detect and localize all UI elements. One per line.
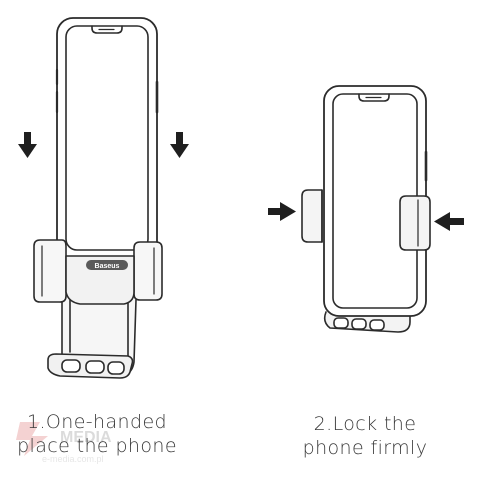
watermark-url: e-media.com.pl <box>42 454 104 464</box>
arrow-right-icon <box>268 202 296 221</box>
phone-step1 <box>55 17 159 259</box>
arrow-down-icon <box>170 132 189 158</box>
brand-logo-text: Baseus <box>95 263 120 270</box>
arrow-down-icon <box>18 132 37 158</box>
brand-badge-step1: Baseus <box>86 260 128 270</box>
holder-clamps-step2 <box>301 189 431 251</box>
holder-base-step2 <box>323 311 411 333</box>
step1-caption: 1.One-handed place the phone <box>12 410 182 458</box>
watermark: MEDIA e-media.com.pl <box>10 418 150 470</box>
step1-caption-line2: place the phone <box>17 435 177 457</box>
step1-illustration <box>33 17 163 379</box>
watermark-logo-icon: MEDIA <box>16 422 112 456</box>
step1-caption-line1: 1.One-handed <box>26 411 167 433</box>
step2-caption-line1: 2.Lock the <box>313 413 417 435</box>
phone-step2 <box>323 85 428 317</box>
step2-caption-line2: phone firmly <box>302 437 428 459</box>
step2-illustration <box>301 85 431 333</box>
step2-caption: 2.Lock the phone firmly <box>290 412 440 460</box>
arrow-left-icon <box>434 212 464 231</box>
holder-bracket-front-step1 <box>33 239 163 305</box>
holder-base-step1 <box>47 289 137 379</box>
watermark-logo-text: MEDIA <box>60 429 112 446</box>
